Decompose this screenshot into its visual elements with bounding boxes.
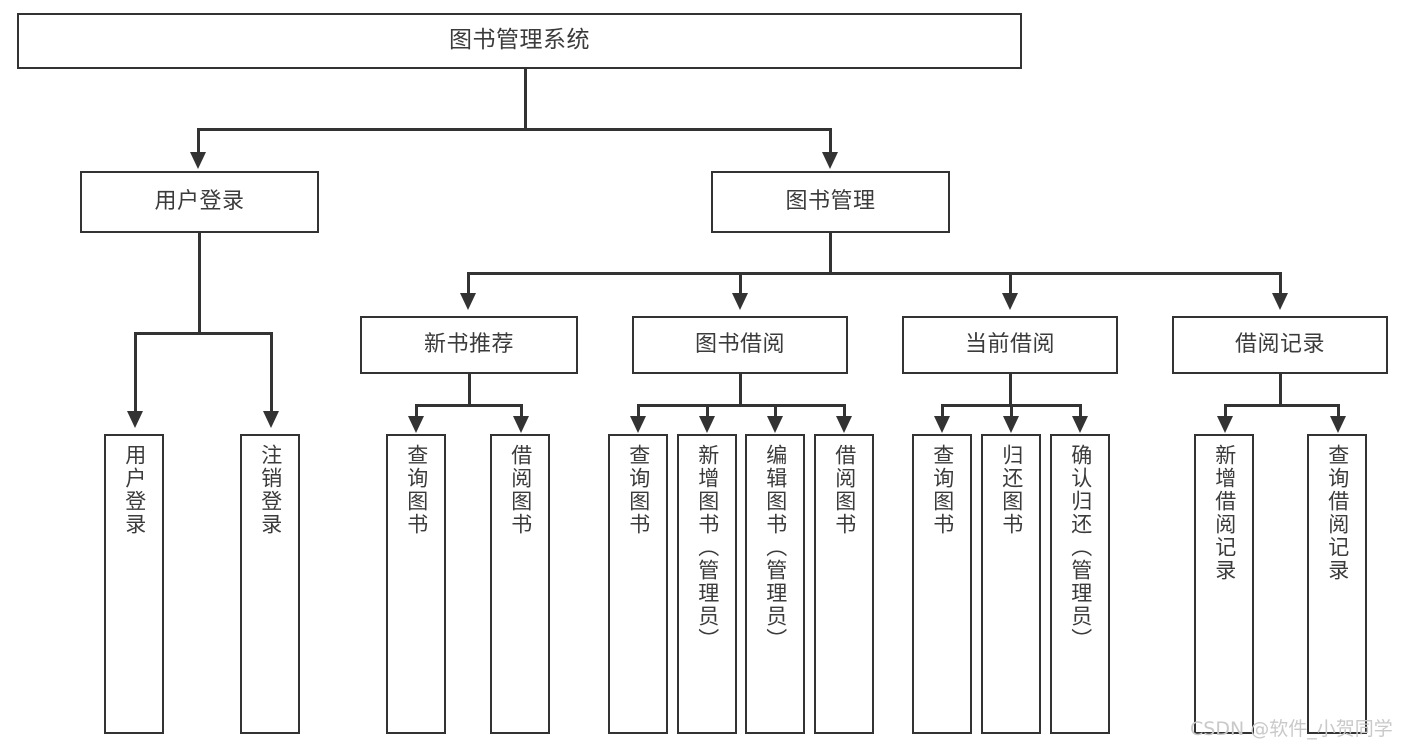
leaf-current-borrow-confirm-return-admin[interactable]: 确认归还（管理员）	[1050, 434, 1110, 734]
leaf-current-borrow-query-book[interactable]: 查询图书	[912, 434, 972, 734]
leaf-borrow-records-add-record[interactable]: 新增借阅记录	[1194, 434, 1254, 734]
connector-current-borrow-to-leaf-2	[1010, 404, 1013, 419]
connector-book-borrow-to-leaf-1	[637, 404, 640, 419]
arrow-book-manage-to-records	[1272, 293, 1288, 310]
arrow-new-book-to-leaf-1	[408, 416, 424, 433]
node-label: 借阅图书	[508, 444, 533, 536]
arrow-root-to-user-login	[190, 152, 206, 169]
connector-book-manage-bus	[467, 272, 1281, 275]
leaf-new-book-query-book[interactable]: 查询图书	[386, 434, 446, 734]
connector-new-book-stem	[468, 374, 471, 406]
node-label: 查询借阅记录	[1325, 444, 1350, 582]
leaf-user-login-logout[interactable]: 注销登录	[240, 434, 300, 734]
node-current-borrow[interactable]: 当前借阅	[902, 316, 1118, 374]
arrow-book-manage-to-new-book	[460, 293, 476, 310]
node-label: 新增图书（管理员）	[695, 444, 720, 651]
node-book-management[interactable]: 图书管理	[711, 171, 950, 233]
node-book-borrow[interactable]: 图书借阅	[632, 316, 848, 374]
connector-book-borrow-to-leaf-2	[706, 404, 709, 419]
connector-user-login-to-leaf-1	[134, 332, 137, 414]
node-label: 图书管理系统	[449, 27, 590, 54]
leaf-current-borrow-return-book[interactable]: 归还图书	[981, 434, 1041, 734]
node-label: 编辑图书（管理员）	[763, 444, 788, 651]
leaf-borrow-records-query-record[interactable]: 查询借阅记录	[1307, 434, 1367, 734]
connector-book-borrow-to-leaf-3	[774, 404, 777, 419]
arrow-user-login-to-leaf-2	[263, 411, 279, 428]
leaf-book-borrow-add-book-admin[interactable]: 新增图书（管理员）	[677, 434, 737, 734]
arrow-current-borrow-to-leaf-2	[1003, 416, 1019, 433]
connector-book-manage-to-current	[1009, 272, 1012, 296]
connector-book-manage-to-borrow	[739, 272, 742, 296]
leaf-book-borrow-edit-book-admin[interactable]: 编辑图书（管理员）	[745, 434, 805, 734]
arrow-user-login-to-leaf-1	[127, 411, 143, 428]
csdn-watermark: CSDN @软件_小贺同学	[1190, 718, 1393, 740]
arrow-borrow-records-to-leaf-2	[1330, 416, 1346, 433]
node-label: 用户登录	[154, 188, 245, 214]
connector-user-login-bus	[134, 332, 272, 335]
connector-root-to-user-login	[197, 128, 200, 155]
node-label: 当前借阅	[964, 331, 1055, 357]
node-label: 查询图书	[404, 444, 429, 536]
node-label: 新书推荐	[423, 331, 514, 357]
connector-book-borrow-stem	[739, 374, 742, 406]
connector-book-borrow-bus	[637, 404, 845, 407]
connector-book-manage-stem	[829, 233, 832, 274]
node-root-system[interactable]: 图书管理系统	[17, 13, 1022, 69]
arrow-new-book-to-leaf-2	[513, 416, 529, 433]
node-label: 图书管理	[785, 188, 876, 214]
node-label: 用户登录	[122, 444, 147, 536]
node-label: 新增借阅记录	[1212, 444, 1237, 582]
node-label: 确认归还（管理员）	[1068, 444, 1093, 651]
node-new-book-recommend[interactable]: 新书推荐	[360, 316, 578, 374]
connector-borrow-records-to-leaf-1	[1224, 404, 1227, 419]
arrow-root-to-book-manage	[822, 152, 838, 169]
arrow-current-borrow-to-leaf-3	[1072, 416, 1088, 433]
node-label: 借阅记录	[1234, 331, 1325, 357]
leaf-book-borrow-borrow-book[interactable]: 借阅图书	[814, 434, 874, 734]
connector-book-manage-to-records	[1279, 272, 1282, 296]
connector-new-book-bus	[415, 404, 522, 407]
leaf-new-book-borrow-book[interactable]: 借阅图书	[490, 434, 550, 734]
connector-borrow-records-to-leaf-2	[1337, 404, 1340, 419]
connector-root-stem	[524, 69, 527, 129]
node-label: 查询图书	[930, 444, 955, 536]
connector-root-bus	[197, 128, 831, 131]
arrow-book-manage-to-current	[1002, 293, 1018, 310]
connector-current-borrow-to-leaf-1	[941, 404, 944, 419]
arrow-book-borrow-to-leaf-4	[836, 416, 852, 433]
connector-user-login-stem	[198, 233, 201, 334]
connector-new-book-to-leaf-2	[520, 404, 523, 419]
connector-book-manage-to-new-book	[467, 272, 470, 296]
connector-borrow-records-bus	[1224, 404, 1339, 407]
node-label: 图书借阅	[694, 331, 785, 357]
connector-current-borrow-stem	[1009, 374, 1012, 406]
arrow-borrow-records-to-leaf-1	[1217, 416, 1233, 433]
arrow-book-borrow-to-leaf-2	[699, 416, 715, 433]
connector-borrow-records-stem	[1279, 374, 1282, 406]
connector-root-to-book-manage	[829, 128, 832, 155]
arrow-book-borrow-to-leaf-3	[767, 416, 783, 433]
node-user-login[interactable]: 用户登录	[80, 171, 319, 233]
node-borrow-records[interactable]: 借阅记录	[1172, 316, 1388, 374]
arrow-book-borrow-to-leaf-1	[630, 416, 646, 433]
node-label: 查询图书	[626, 444, 651, 536]
leaf-user-login-login[interactable]: 用户登录	[104, 434, 164, 734]
arrow-current-borrow-to-leaf-1	[934, 416, 950, 433]
arrow-book-manage-to-borrow	[732, 293, 748, 310]
connector-user-login-to-leaf-2	[270, 332, 273, 414]
node-label: 归还图书	[999, 444, 1024, 536]
connector-book-borrow-to-leaf-4	[843, 404, 846, 419]
leaf-book-borrow-query-book[interactable]: 查询图书	[608, 434, 668, 734]
node-label: 借阅图书	[832, 444, 857, 536]
connector-current-borrow-to-leaf-3	[1079, 404, 1082, 419]
node-label: 注销登录	[258, 444, 283, 536]
connector-new-book-to-leaf-1	[415, 404, 418, 419]
